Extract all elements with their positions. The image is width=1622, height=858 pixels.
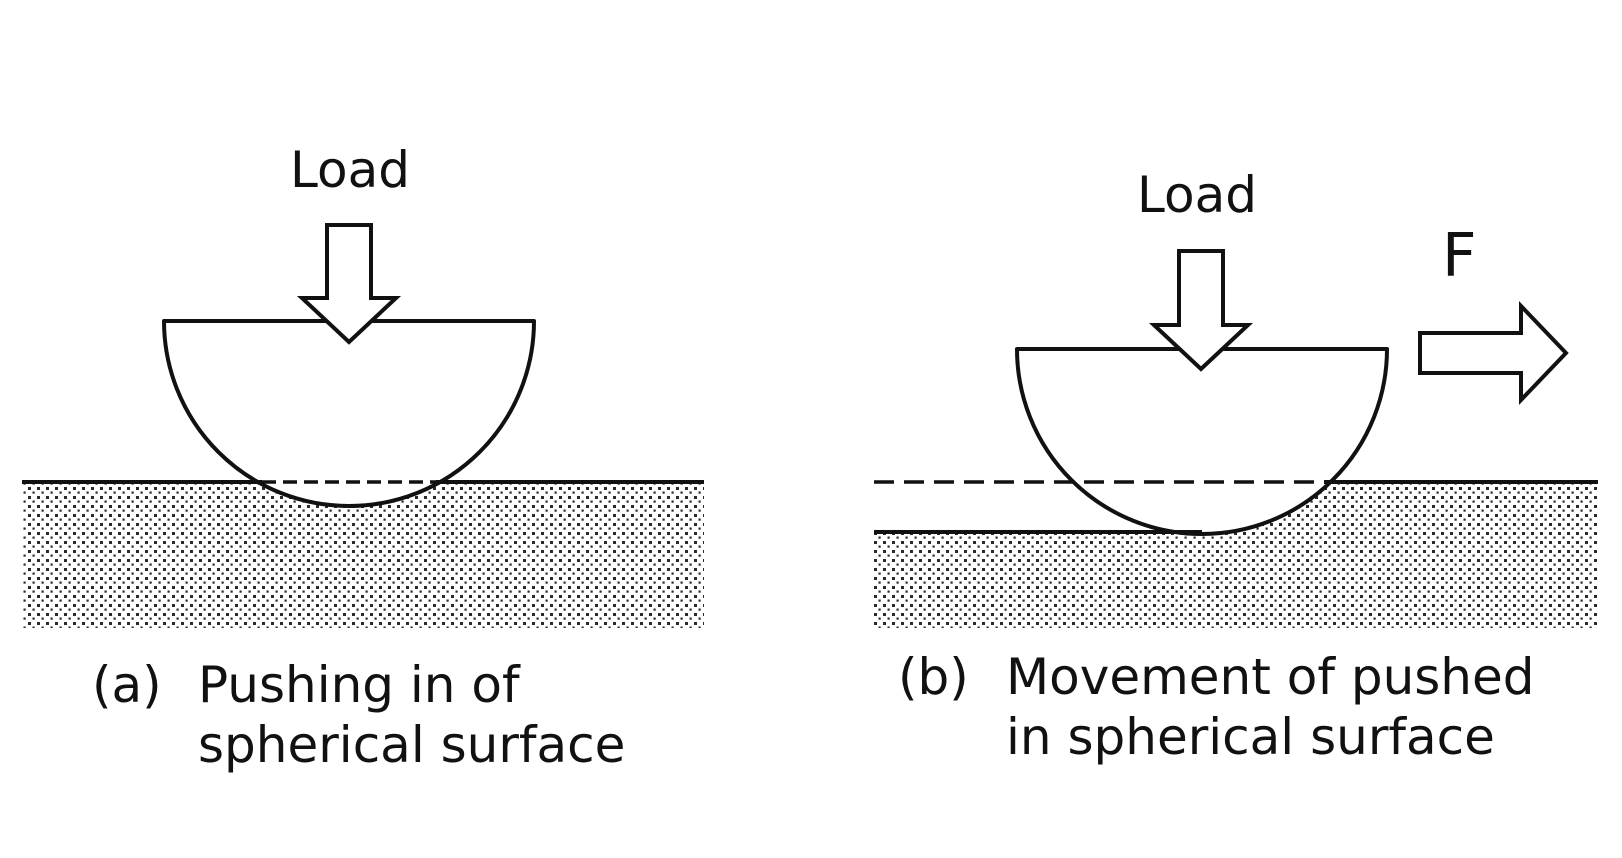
caption-a-line2: spherical surface bbox=[198, 716, 626, 774]
substrate-b bbox=[874, 532, 1598, 628]
panel-b bbox=[874, 249, 1598, 628]
caption-b-line2: in spherical surface bbox=[1006, 708, 1495, 766]
caption-b-tag: (b) bbox=[898, 648, 969, 706]
load-label-a: Load bbox=[290, 141, 410, 199]
load-arrow-a bbox=[296, 223, 402, 345]
force-arrow-f bbox=[1418, 301, 1569, 405]
force-label-f: F bbox=[1442, 221, 1477, 291]
hemisphere-a bbox=[162, 319, 536, 508]
caption-b-line1: Movement of pushed bbox=[1006, 648, 1535, 706]
load-arrow-b bbox=[1148, 249, 1254, 372]
load-label-b: Load bbox=[1137, 166, 1257, 224]
caption-a-tag: (a) bbox=[92, 656, 162, 714]
panel-a bbox=[22, 223, 704, 628]
hemisphere-b bbox=[1015, 347, 1389, 536]
caption-a-line1: Pushing in of bbox=[198, 656, 520, 714]
